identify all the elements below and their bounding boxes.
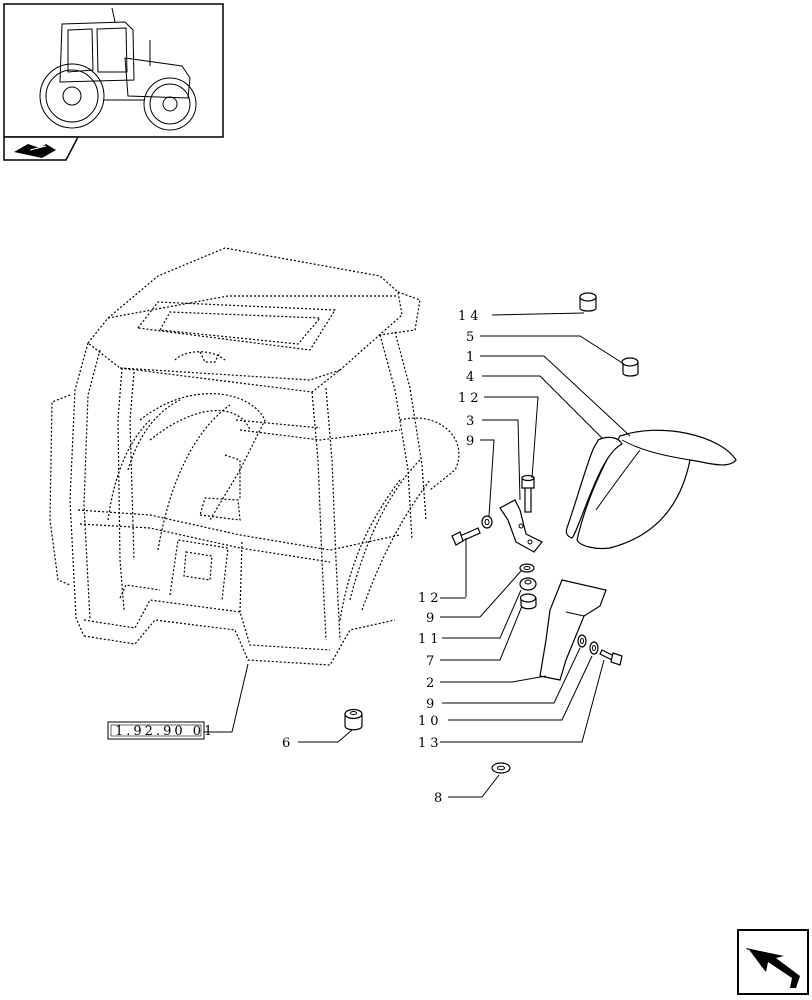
part-10-washer[interactable] (589, 641, 599, 655)
callout-10[interactable]: 10 (418, 714, 443, 729)
part-7-spacer[interactable] (519, 593, 537, 610)
next-page-arrow-icon[interactable] (737, 929, 809, 995)
callout-12-lower[interactable]: 12 (418, 591, 443, 606)
reference-box[interactable]: 1.92.90 01 (107, 663, 249, 740)
part-3-bracket[interactable] (499, 499, 543, 553)
part-4-seal-strip[interactable] (565, 436, 623, 539)
part-9-washer-upper[interactable] (481, 515, 493, 529)
callout-7[interactable]: 7 (426, 654, 438, 669)
callout-13[interactable]: 13 (418, 736, 443, 751)
callout-14[interactable]: 14 (458, 309, 483, 324)
callout-9-upper[interactable]: 9 (466, 434, 478, 449)
callout-9-lower[interactable]: 9 (426, 697, 438, 712)
part-5-plug[interactable] (621, 357, 639, 377)
callout-3[interactable]: 3 (466, 414, 478, 429)
part-1-fender[interactable] (576, 429, 737, 550)
callout-6[interactable]: 6 (282, 736, 294, 751)
tractor-thumbnail-icon[interactable] (3, 3, 224, 138)
callout-8[interactable]: 8 (434, 791, 446, 806)
part-11-bushing[interactable] (519, 577, 537, 591)
part-9-washer-middle[interactable] (519, 563, 535, 573)
part-2-support-arm[interactable] (539, 579, 607, 681)
callout-11[interactable]: 11 (418, 632, 443, 647)
callout-9-middle[interactable]: 9 (426, 611, 438, 626)
callout-2[interactable]: 2 (426, 676, 438, 691)
leader-lines (298, 312, 631, 798)
part-12-bolt-horizontal[interactable] (451, 527, 481, 546)
callout-labels: 14 5 1 4 12 3 9 12 9 11 7 2 9 10 13 6 8 (282, 309, 483, 806)
cab-frame-drawing (49, 247, 460, 666)
callout-1[interactable]: 1 (466, 350, 478, 365)
part-13-bolt[interactable] (599, 649, 623, 666)
part-12-bolt-vertical[interactable] (521, 474, 535, 513)
part-14-plug[interactable] (579, 292, 597, 312)
reference-code: 1.92.90 01 (115, 724, 215, 739)
part-9-washer-lower[interactable] (577, 634, 587, 648)
part-6-cap-nut[interactable] (344, 708, 363, 731)
callout-5[interactable]: 5 (466, 330, 478, 345)
callout-4[interactable]: 4 (466, 370, 478, 385)
part-8-washer[interactable] (491, 762, 511, 774)
part-section-icon (3, 136, 80, 161)
callout-12-upper[interactable]: 12 (458, 391, 483, 406)
